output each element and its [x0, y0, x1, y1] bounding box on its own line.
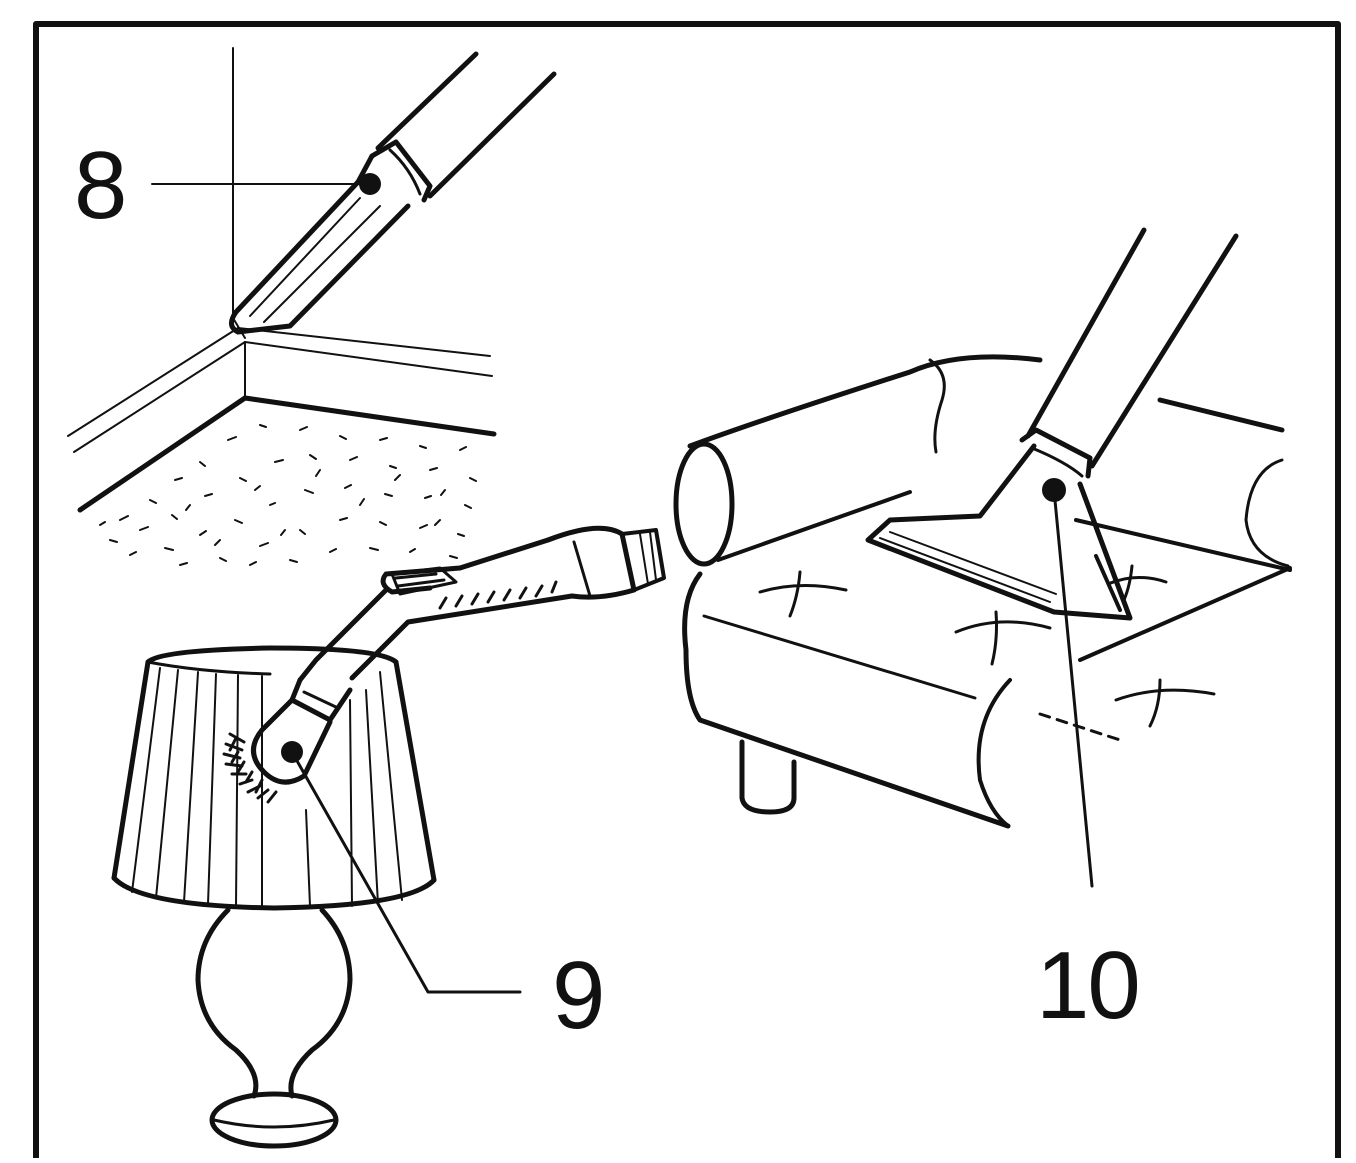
room-corner — [67, 47, 497, 566]
brush-bristles — [222, 732, 278, 804]
crevice-nozzle — [151, 51, 557, 335]
callout-label-8: 8 — [74, 132, 127, 239]
lamp-shade-pleats — [131, 667, 403, 907]
sofa — [673, 354, 1292, 829]
leader-line-10 — [1052, 488, 1094, 888]
upholstery-nozzle — [865, 227, 1239, 888]
leader-line-9 — [290, 750, 522, 994]
carpet-texture — [99, 424, 477, 566]
callout-label-9: 9 — [552, 942, 605, 1049]
lamp — [111, 645, 437, 1149]
hose-handle — [222, 525, 666, 994]
callout-label-10: 10 — [1036, 932, 1141, 1039]
callout-dot-8 — [359, 173, 381, 195]
frame-border — [33, 21, 1341, 1163]
